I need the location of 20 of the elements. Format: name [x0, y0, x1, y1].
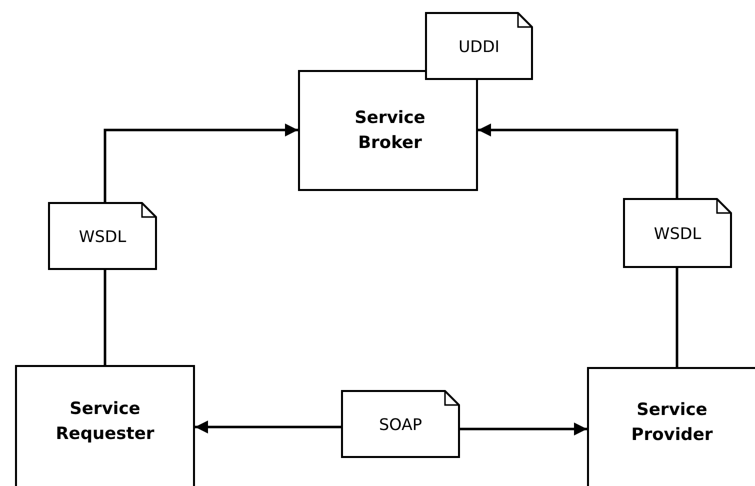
service-box [15, 365, 195, 486]
document-shape [623, 198, 732, 268]
document-label: SOAP [378, 414, 422, 434]
arrow [195, 420, 341, 434]
connector-line [104, 270, 106, 365]
arrow [478, 124, 678, 198]
document-label: UDDI [458, 36, 500, 56]
arrow [104, 124, 298, 202]
document-shape [341, 390, 460, 458]
document-label: WSDL [654, 224, 702, 242]
service-label: Service Requester [54, 398, 156, 446]
service-label: Service Provider [630, 398, 714, 446]
document-shape [48, 202, 157, 270]
arrow [460, 422, 587, 436]
document-shape [425, 12, 533, 80]
connector-line [676, 268, 678, 367]
service-box [587, 367, 755, 486]
service-label: Service Broker [354, 106, 426, 154]
document-label: WSDL [78, 226, 126, 246]
service-box [298, 70, 478, 191]
